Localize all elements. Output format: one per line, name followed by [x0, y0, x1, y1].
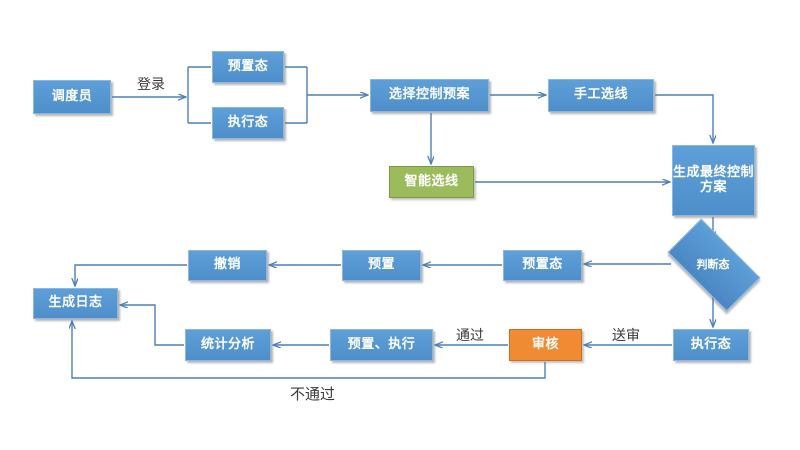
node-manual-line-label: 手工选线 — [573, 87, 628, 103]
node-judge-state[interactable]: 判断态 — [667, 218, 761, 312]
node-audit-label: 审核 — [531, 336, 559, 352]
edge-cancel-to-gen-log — [75, 264, 187, 286]
node-select-plan[interactable]: 选择控制预案 — [370, 79, 489, 112]
node-preset-state-row3-label: 预置态 — [522, 257, 563, 273]
edge-manual-to-final — [655, 94, 713, 143]
node-smart-line-label: 智能选线 — [404, 173, 459, 189]
node-judge-state-label: 判断态 — [696, 258, 730, 271]
edge-stat-to-gen-log — [120, 305, 184, 346]
edge-audit-not-pass-to-gen-log — [72, 321, 546, 379]
node-stat-analysis[interactable]: 统计分析 — [185, 329, 271, 361]
node-dispatcher[interactable]: 调度员 — [33, 80, 111, 114]
node-gen-log-label: 生成日志 — [48, 295, 103, 311]
node-stat-analysis-label: 统计分析 — [200, 336, 255, 352]
node-preset-exec[interactable]: 预置、执行 — [330, 329, 433, 361]
edge-label-submit-text: 送审 — [612, 328, 640, 344]
node-select-plan-label: 选择控制预案 — [388, 87, 470, 103]
node-smart-line[interactable]: 智能选线 — [389, 166, 474, 198]
node-preset-state-top-label: 预置态 — [227, 58, 269, 74]
node-cancel[interactable]: 撤销 — [188, 250, 267, 281]
node-final-plan[interactable]: 生成最终控制方案 — [672, 145, 755, 216]
edge-label-login: 登录 — [137, 74, 165, 94]
node-audit[interactable]: 审核 — [509, 329, 582, 361]
node-preset-exec-label: 预置、执行 — [347, 336, 416, 352]
edge-label-login-text: 登录 — [137, 77, 165, 93]
edge-label-not-pass-text: 不通过 — [290, 385, 336, 403]
node-exec-state-top-label: 执行态 — [227, 114, 269, 130]
node-preset-row3[interactable]: 预置 — [342, 250, 421, 281]
node-dispatcher-label: 调度员 — [51, 88, 93, 104]
edge-label-pass: 通过 — [456, 325, 484, 345]
node-exec-state-bottom[interactable]: 执行态 — [673, 329, 749, 361]
edge-label-not-pass: 不通过 — [290, 383, 335, 404]
edge-label-submit: 送审 — [612, 325, 640, 345]
node-exec-state-top[interactable]: 执行态 — [212, 107, 284, 139]
node-gen-log[interactable]: 生成日志 — [33, 288, 118, 319]
node-final-plan-label: 生成最终控制方案 — [673, 164, 755, 195]
edge-label-pass-text: 通过 — [456, 328, 484, 344]
node-preset-state-row3[interactable]: 预置态 — [503, 250, 582, 281]
node-preset-row3-label: 预置 — [367, 257, 395, 273]
node-cancel-label: 撤销 — [213, 257, 241, 273]
node-exec-state-bottom-label: 执行态 — [690, 336, 732, 352]
node-preset-state-top[interactable]: 预置态 — [212, 51, 284, 83]
node-manual-line[interactable]: 手工选线 — [548, 79, 654, 112]
